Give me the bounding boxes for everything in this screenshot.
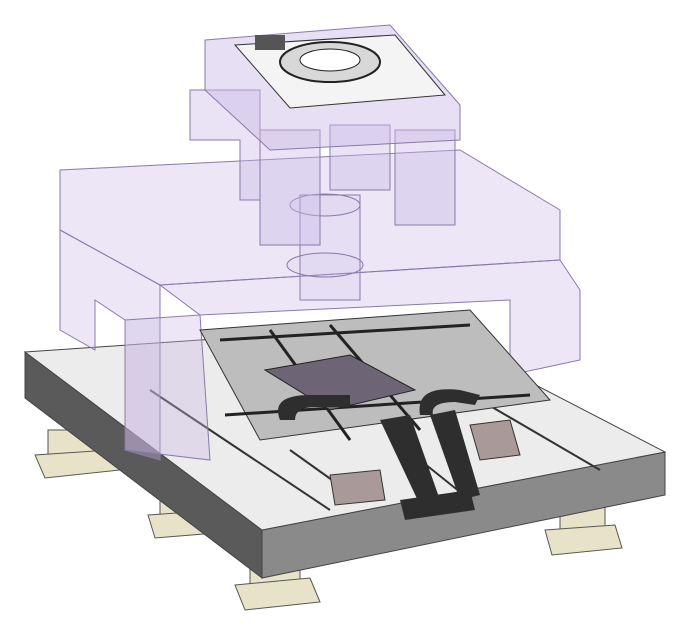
foot <box>544 504 623 556</box>
xy-stage <box>199 309 551 520</box>
cable-chains <box>278 389 480 520</box>
top-module <box>204 24 461 151</box>
gantry-frame <box>59 149 581 461</box>
upper-legs <box>189 89 456 246</box>
